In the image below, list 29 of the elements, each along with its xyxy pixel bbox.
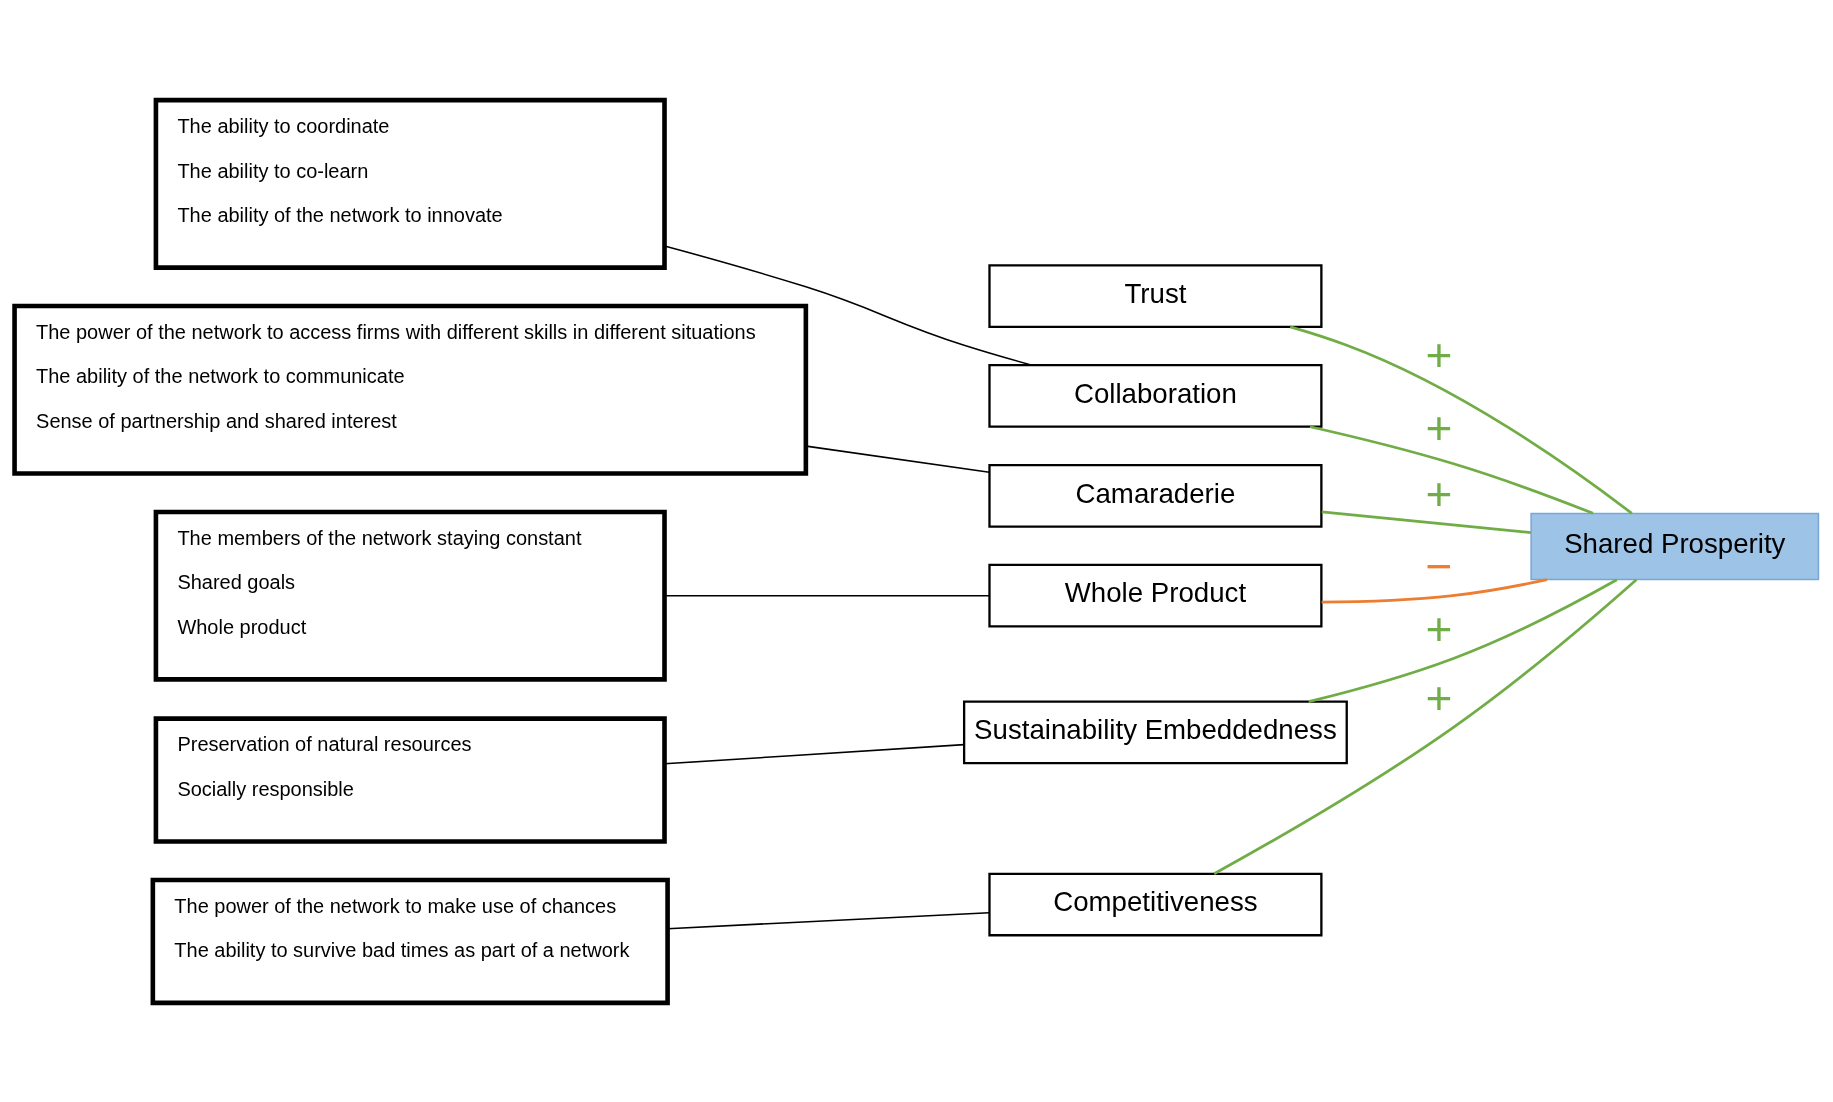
connector <box>663 244 1033 366</box>
node-box: The members of the network staying constant Shared goals Whole product <box>153 509 667 682</box>
connector <box>1309 424 1594 515</box>
connector <box>1213 578 1638 875</box>
connector <box>1321 510 1531 534</box>
connector <box>1308 578 1618 703</box>
node-box: Sustainability Embeddedness <box>963 700 1348 764</box>
connector <box>666 911 990 929</box>
connector <box>663 594 991 596</box>
edge-label: + <box>1425 671 1453 724</box>
node-box: Trust <box>988 263 1323 328</box>
edge-label: − <box>1425 539 1453 592</box>
node-box: Competitiveness <box>988 872 1323 936</box>
edge-label: + <box>1425 401 1453 454</box>
node-box: The power of the network to access firms with different skills in different situations The ability of the network to communicate Sense of partnership and shared interest <box>12 303 809 476</box>
connector <box>805 444 991 473</box>
node-box: Camaraderie <box>988 463 1323 528</box>
node-box: The ability to coordinate The ability to co-learn The ability of the network to innovate <box>153 97 667 270</box>
edge-label: + <box>1425 602 1453 655</box>
node-box: Whole Product <box>988 563 1323 628</box>
connector <box>1289 325 1633 514</box>
node-box: Preservation of natural resources Socially responsible <box>153 715 667 844</box>
edge-label: + <box>1425 467 1453 520</box>
connector <box>663 743 965 765</box>
node-box: The power of the network to make use of chances The ability to survive bad times as part of a network <box>150 877 670 1005</box>
edge-label: + <box>1425 328 1453 381</box>
node-box: Collaboration <box>988 363 1323 428</box>
connector <box>1321 577 1548 603</box>
node-box: Shared Prosperity <box>1530 512 1820 580</box>
